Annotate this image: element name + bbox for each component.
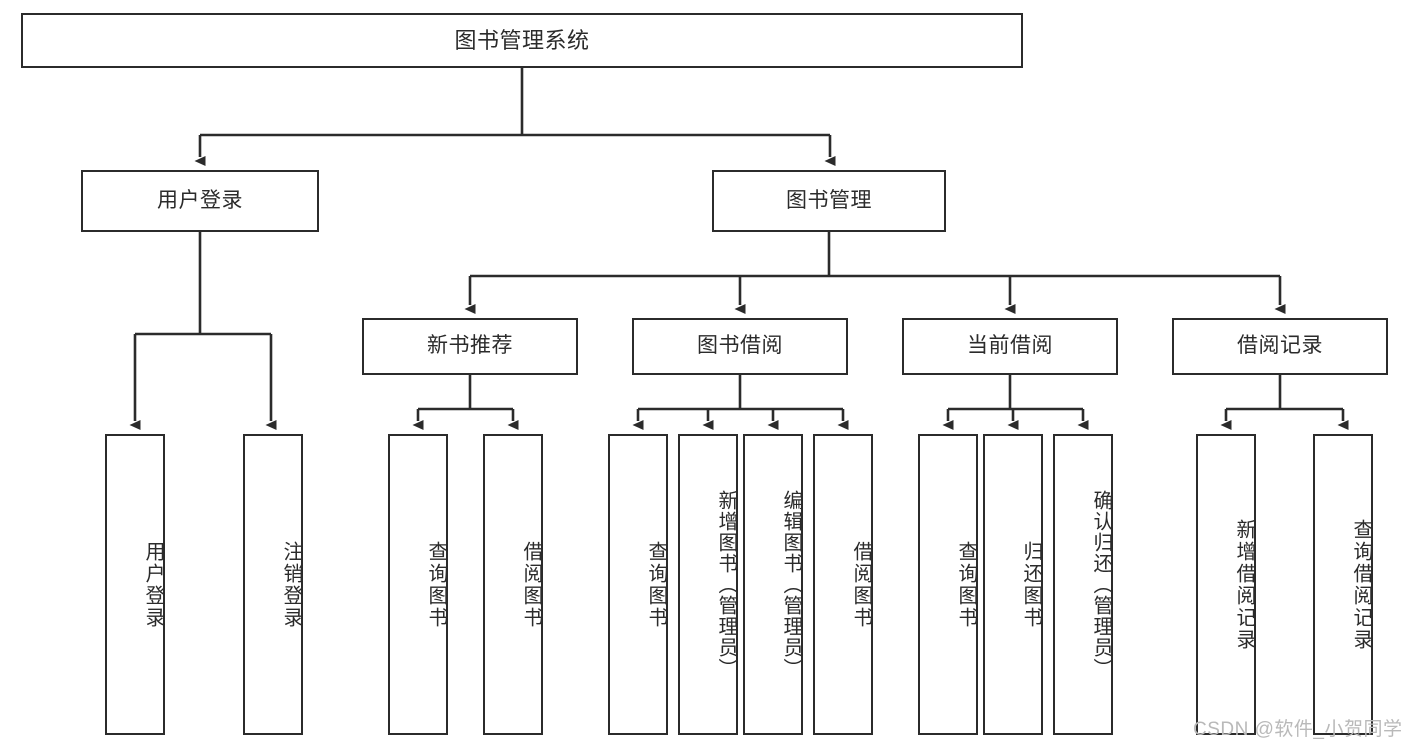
node-leaf-borrow-book[interactable]: 借阅图书 [813, 434, 873, 735]
node-leaf-label: 查询图书 [425, 540, 447, 629]
node-leaf-label: 注销登录 [280, 540, 302, 629]
node-leaf-label: 查询借阅记录 [1350, 518, 1372, 651]
node-leaf-label: 编辑图书（管理员） [780, 490, 802, 679]
node-new-book-recommend[interactable]: 新书推荐 [362, 318, 578, 375]
node-leaf-label: 借阅图书 [520, 540, 542, 629]
node-leaf-borrow-book-recommend[interactable]: 借阅图书 [483, 434, 543, 735]
node-leaf-confirm-return-admin[interactable]: 确认归还（管理员） [1053, 434, 1113, 735]
node-leaf-query-borrow-record[interactable]: 查询借阅记录 [1313, 434, 1373, 735]
node-book-borrow[interactable]: 图书借阅 [632, 318, 848, 375]
node-new-book-recommend-label: 新书推荐 [427, 334, 513, 358]
node-book-manage[interactable]: 图书管理 [712, 170, 946, 232]
node-current-borrow[interactable]: 当前借阅 [902, 318, 1118, 375]
node-leaf-label: 新增借阅记录 [1233, 518, 1255, 651]
node-leaf-add-book-admin[interactable]: 新增图书（管理员） [678, 434, 738, 735]
node-leaf-logout[interactable]: 注销登录 [243, 434, 303, 735]
node-leaf-label: 归还图书 [1020, 540, 1042, 629]
csdn-watermark: CSDN @软件_小贺同学 [1193, 719, 1403, 740]
node-borrow-record-label: 借阅记录 [1237, 334, 1323, 358]
node-current-borrow-label: 当前借阅 [967, 334, 1053, 358]
node-book-borrow-label: 图书借阅 [697, 334, 783, 358]
node-leaf-query-book-current[interactable]: 查询图书 [918, 434, 978, 735]
node-root[interactable]: 图书管理系统 [21, 13, 1023, 68]
node-root-label: 图书管理系统 [454, 27, 590, 53]
node-leaf-label: 新增图书（管理员） [715, 490, 737, 679]
node-book-manage-label: 图书管理 [786, 188, 872, 212]
node-leaf-edit-book-admin[interactable]: 编辑图书（管理员） [743, 434, 803, 735]
node-borrow-record[interactable]: 借阅记录 [1172, 318, 1388, 375]
node-leaf-label: 用户登录 [142, 540, 164, 629]
node-leaf-label: 借阅图书 [850, 540, 872, 629]
node-leaf-label: 查询图书 [955, 540, 977, 629]
node-leaf-add-borrow-record[interactable]: 新增借阅记录 [1196, 434, 1256, 735]
node-leaf-label: 确认归还（管理员） [1090, 490, 1112, 679]
node-user-login-label: 用户登录 [157, 188, 243, 212]
node-leaf-query-book[interactable]: 查询图书 [608, 434, 668, 735]
node-leaf-user-login[interactable]: 用户登录 [105, 434, 165, 735]
node-leaf-label: 查询图书 [645, 540, 667, 629]
node-user-login[interactable]: 用户登录 [81, 170, 319, 232]
node-leaf-query-book-recommend[interactable]: 查询图书 [388, 434, 448, 735]
node-leaf-return-book[interactable]: 归还图书 [983, 434, 1043, 735]
